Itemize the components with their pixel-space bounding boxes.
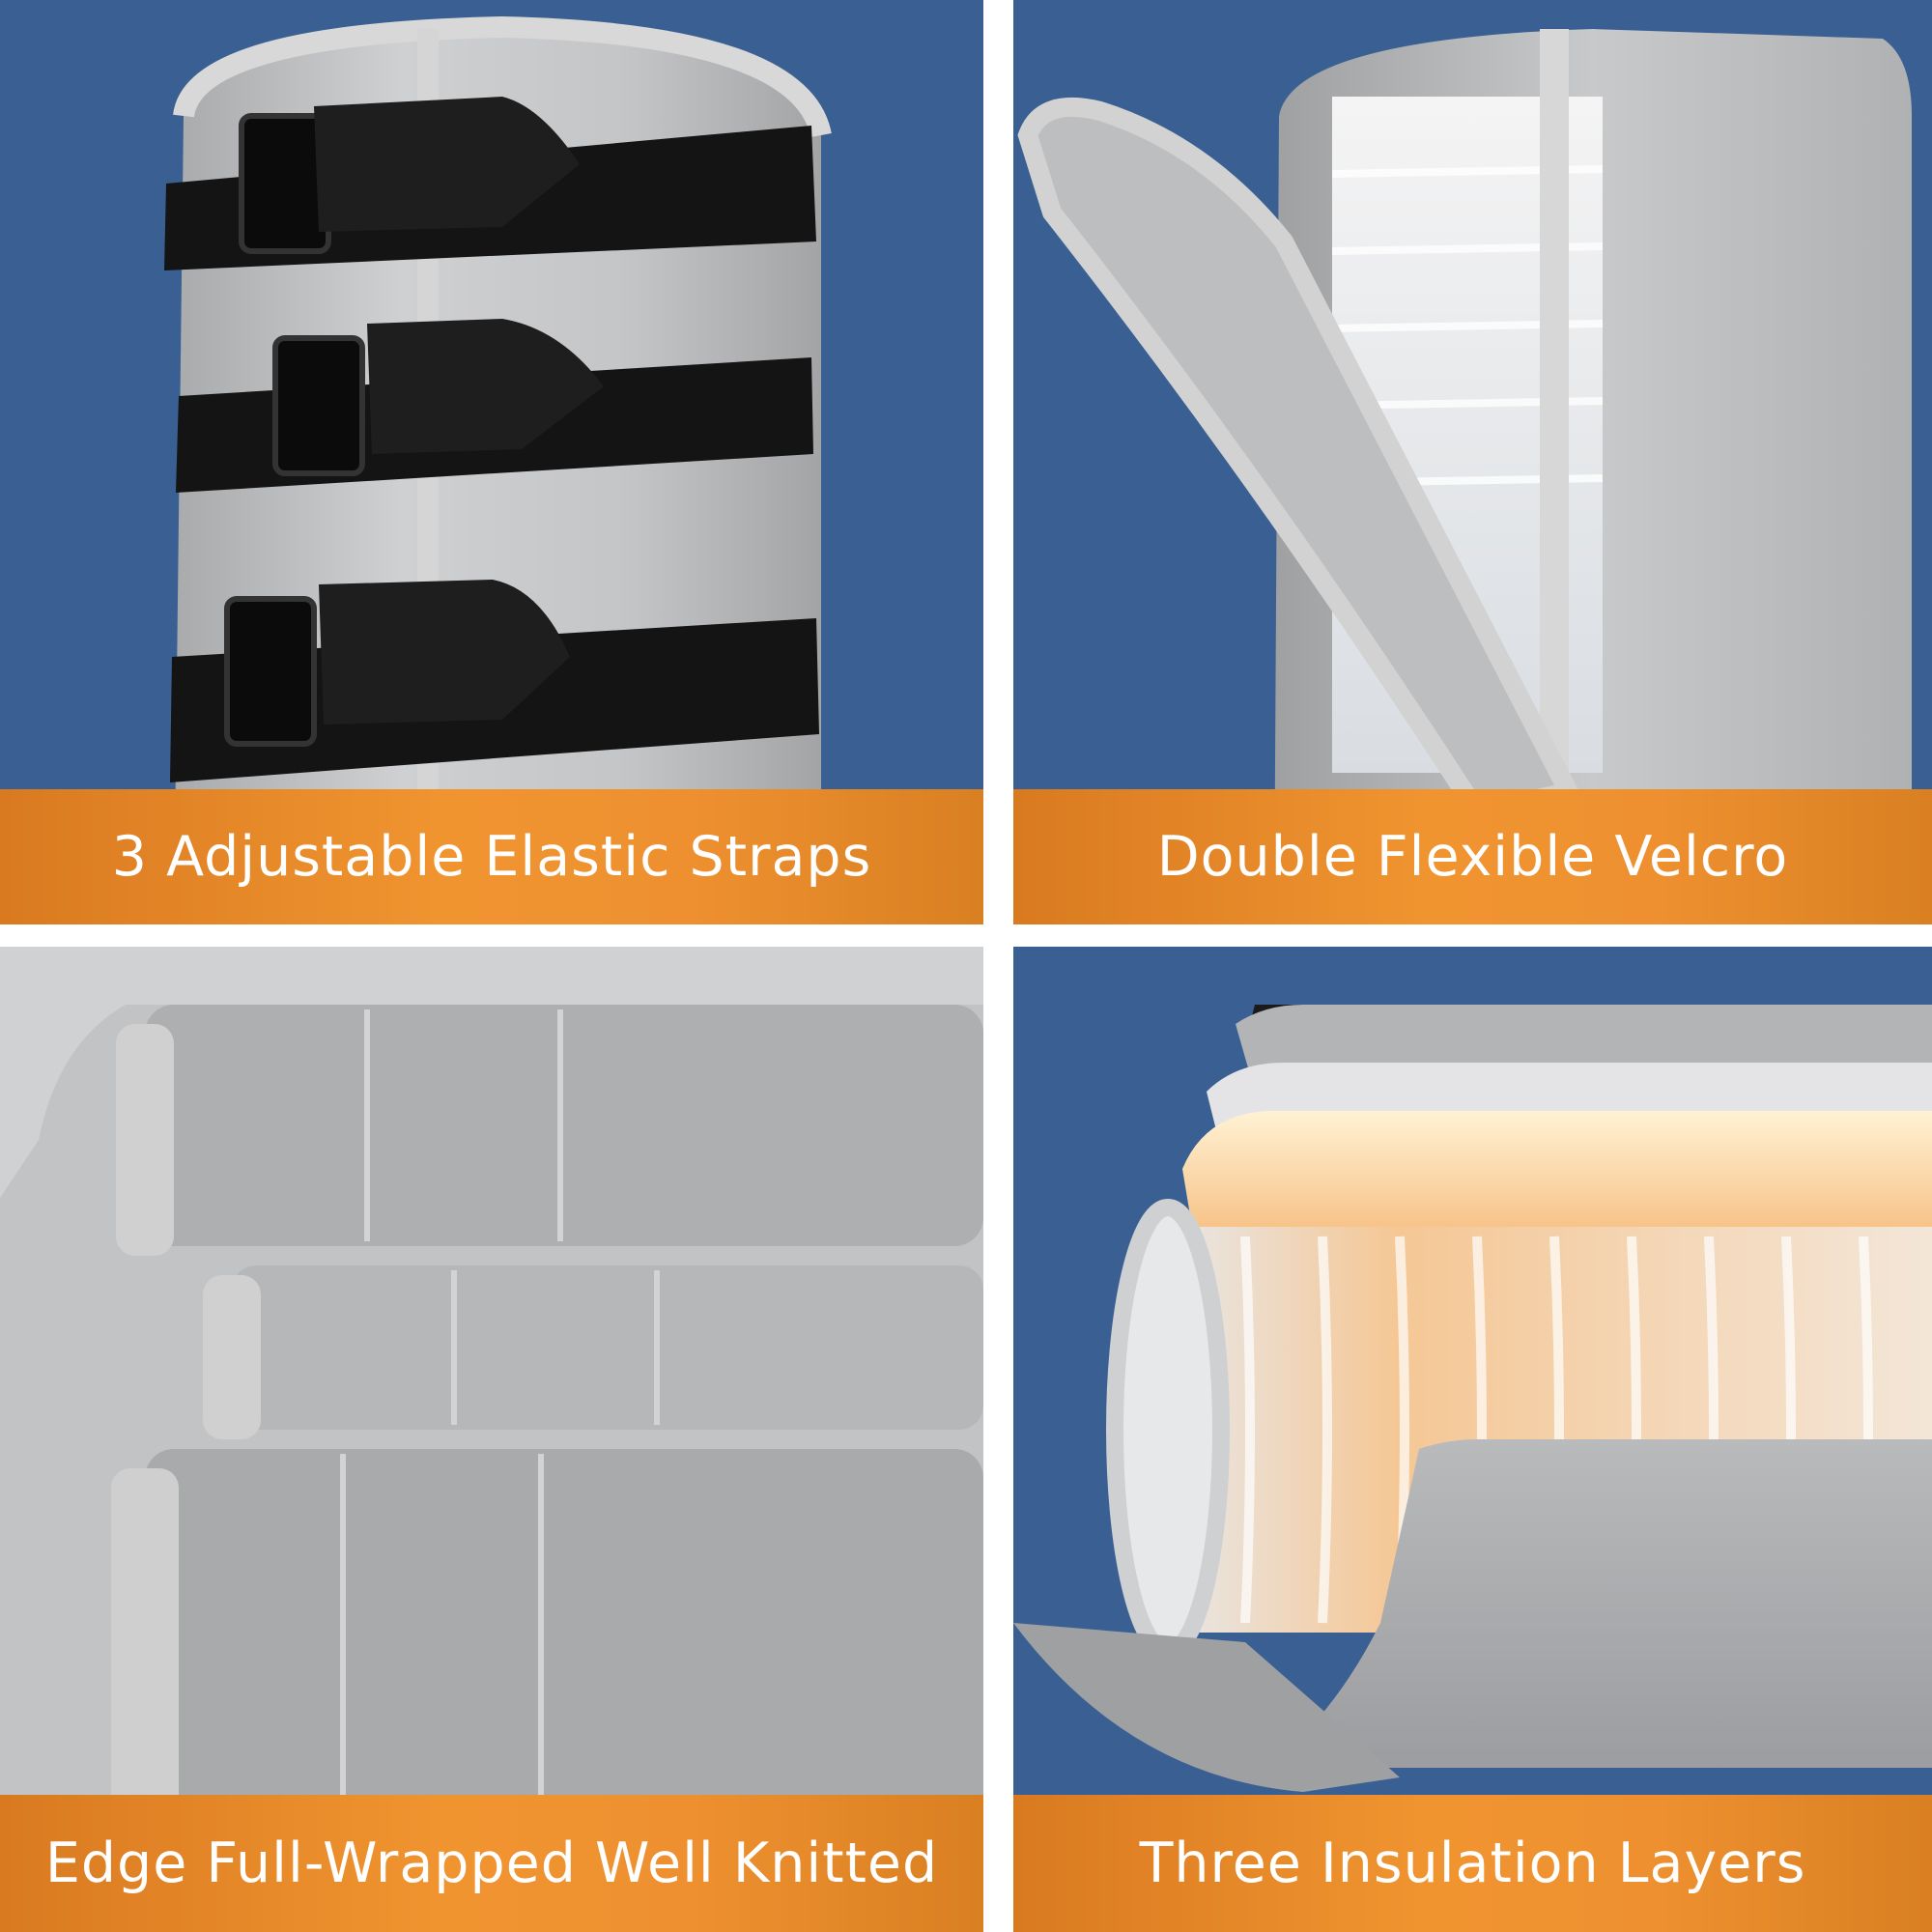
roll-1 (116, 1005, 983, 1256)
strap-3 (170, 580, 819, 782)
panel-elastic-straps: 3 Adjustable Elastic Straps (0, 0, 983, 924)
fabric-wrap (1264, 1439, 1932, 1768)
insulation-layers-illustration (1013, 1005, 1932, 1792)
insulation-layer (1182, 1111, 1932, 1256)
caption-elastic-straps: 3 Adjustable Elastic Straps (0, 789, 983, 924)
strap-2 (176, 319, 813, 493)
panel-velcro: Double Flexible Velcro (1013, 0, 1932, 924)
velcro-illustration (1017, 29, 1912, 924)
strap-1 (164, 97, 816, 270)
panel-insulation-layers: Three Insulation Layers (1013, 947, 1932, 1932)
roll-2 (203, 1265, 983, 1439)
caption-insulation-layers: Three Insulation Layers (1013, 1795, 1932, 1932)
caption-knitted-edge: Edge Full-Wrapped Well Knitted (0, 1795, 983, 1932)
straps-illustration (164, 15, 832, 924)
panel-knitted-edge: Edge Full-Wrapped Well Knitted (0, 947, 983, 1932)
hose-opening (1106, 1199, 1230, 1661)
knitted-edge-illustration (0, 947, 983, 1932)
caption-velcro: Double Flexible Velcro (1013, 789, 1932, 924)
